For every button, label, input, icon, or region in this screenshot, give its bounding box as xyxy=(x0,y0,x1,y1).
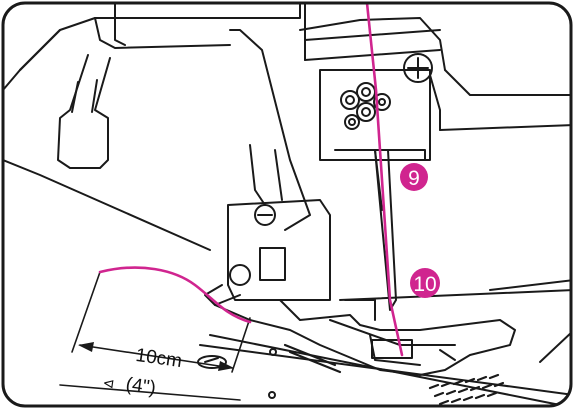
thread xyxy=(98,3,404,357)
measurement-inch-label: (4") xyxy=(124,374,157,399)
measurement-length-label: 10cm xyxy=(134,345,183,372)
step-number-9: 9 xyxy=(408,167,420,190)
needle-clamp-screws xyxy=(340,82,391,130)
feed-dogs xyxy=(283,343,505,406)
presser-foot xyxy=(239,279,571,376)
needle xyxy=(374,149,397,311)
side-screw xyxy=(403,53,433,83)
step-badge-10-circle xyxy=(410,268,440,298)
stitch-plate-marks xyxy=(197,348,277,399)
machine-bed xyxy=(199,289,571,406)
step-badge-9-circle xyxy=(400,163,428,191)
step-badge-9: 9 xyxy=(400,163,428,191)
presser-foot-shank xyxy=(227,144,331,301)
needle-bar-housing xyxy=(229,3,571,231)
step-badge-10: 10 xyxy=(410,268,440,298)
machine-body xyxy=(3,3,301,251)
measurement-guides xyxy=(59,271,251,401)
measurement-arrowheads xyxy=(78,342,234,371)
lever-handle xyxy=(57,54,111,169)
measurement-arrow-symbol: ⊲ xyxy=(102,374,116,391)
step-number-10: 10 xyxy=(413,273,436,296)
